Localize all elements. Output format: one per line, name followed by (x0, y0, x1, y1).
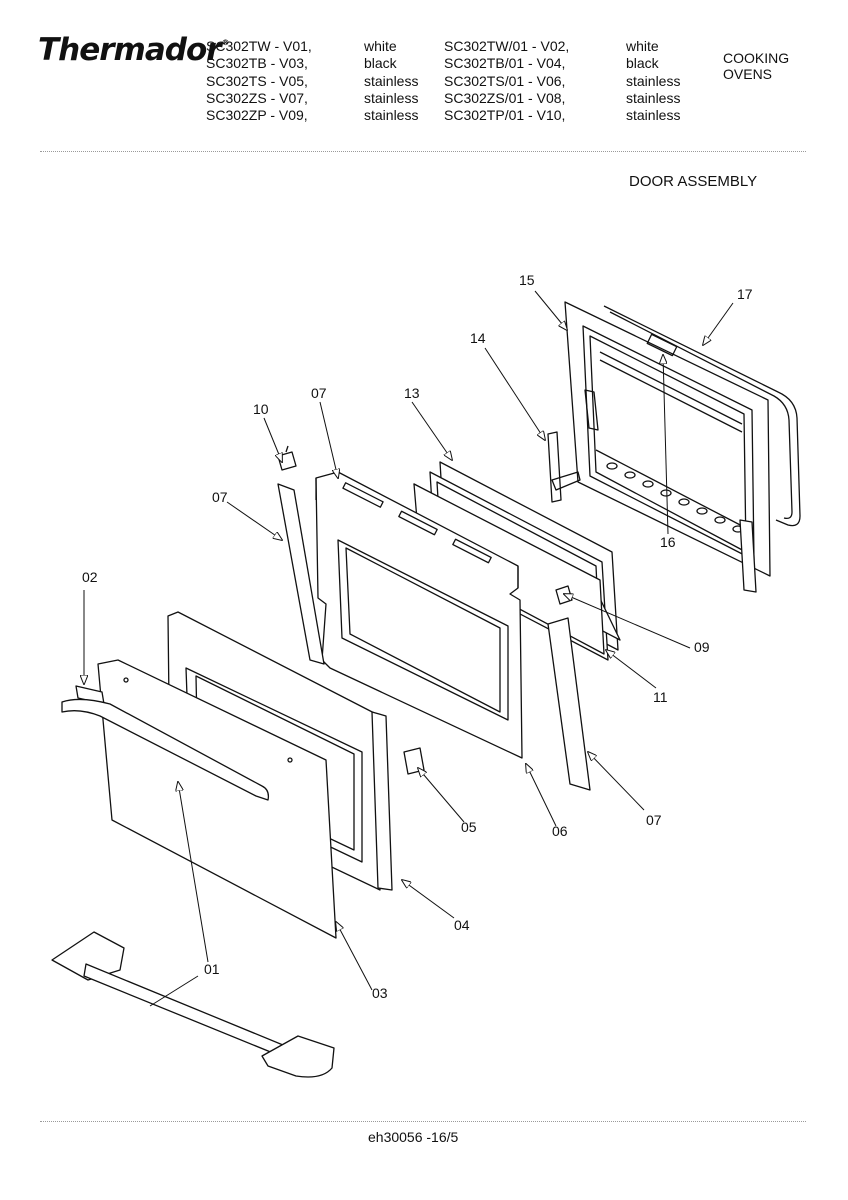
header-divider (40, 151, 806, 152)
category-line-2: OVENS (723, 66, 773, 82)
brand-name: Thermador (38, 32, 222, 68)
part-01-handle-detached (51, 931, 335, 1078)
callout-05: 05 (461, 819, 477, 835)
finish-entry: stainless (364, 72, 419, 89)
brand-logo: Thermador® (38, 32, 230, 68)
callout-07-left: 07 (212, 489, 228, 505)
finish-entry: white (364, 38, 397, 54)
liner-vent-holes (606, 462, 744, 533)
callout-02: 02 (82, 569, 98, 585)
finish-entry: black (364, 55, 397, 72)
callout-10: 10 (253, 401, 269, 417)
finish-entry: stainless (626, 89, 681, 106)
model-entry: SC302TP/01 - V10, (444, 107, 566, 124)
category-label: COOKING OVENS (723, 50, 789, 82)
finish-entry: stainless (364, 107, 419, 124)
part-17-outer-frame (603, 305, 801, 527)
model-entry: SC302ZS - V07, (206, 89, 308, 106)
callout-07-top: 07 (311, 385, 327, 401)
finish-entry: black (626, 55, 659, 72)
part-01-door-handle (61, 698, 270, 801)
callout-15: 15 (519, 272, 535, 288)
category-line-1: COOKING (723, 50, 790, 66)
callout-13: 13 (404, 385, 420, 401)
callout-04: 04 (454, 917, 470, 933)
model-entry: SC302TB - V03, (206, 55, 308, 72)
callout-labels: 15 17 14 16 07 13 10 07 02 09 11 07 05 0… (82, 272, 753, 1001)
part-15-inner-liner (564, 301, 771, 593)
callout-16: 16 (660, 534, 676, 550)
part-07-side-strip-right (547, 617, 591, 791)
finish-entry: white (626, 38, 659, 54)
model-entry: SC302TS/01 - V06, (444, 72, 566, 89)
callout-09: 09 (694, 639, 710, 655)
callout-17: 17 (737, 286, 753, 302)
part-06-inner-panel (315, 471, 523, 759)
model-entry: SC302TW - V01, (206, 38, 312, 54)
document-code: eh30056 -16/5 (368, 1129, 459, 1145)
model-column-1: SC302TW - V01, SC302TB - V03, SC302TS - … (206, 38, 312, 124)
callout-07-right: 07 (646, 812, 662, 828)
callout-14: 14 (470, 330, 486, 346)
part-14-hinge-bracket (547, 431, 581, 503)
model-column-2: SC302TW/01 - V02, SC302TB/01 - V04, SC30… (444, 38, 569, 124)
model-entry: SC302TW/01 - V02, (444, 38, 570, 54)
finish-entry: stainless (626, 107, 681, 124)
model-entry: SC302ZP - V09, (206, 107, 308, 124)
finish-entry: stainless (626, 72, 681, 89)
finish-entry: stainless (364, 89, 419, 106)
callout-06: 06 (552, 823, 568, 839)
part-07-side-strip-left (277, 483, 325, 665)
footer-divider (40, 1121, 806, 1122)
part-05-bracket (403, 747, 425, 775)
model-entry: SC302ZS/01 - V08, (444, 89, 566, 106)
panel-vent-slots (342, 482, 492, 564)
model-entry: SC302TB/01 - V04, (444, 55, 566, 72)
callout-01: 01 (204, 961, 220, 977)
callout-03: 03 (372, 985, 388, 1001)
callout-11: 11 (653, 689, 668, 705)
section-title: DOOR ASSEMBLY (629, 173, 758, 190)
leader-lines (84, 290, 734, 1007)
model-entry: SC302TS - V05, (206, 72, 308, 89)
finish-column-1: white black stainless stainless stainles… (364, 38, 418, 124)
finish-column-2: white black stainless stainless stainles… (626, 38, 680, 124)
registered-mark: ® (221, 38, 230, 47)
